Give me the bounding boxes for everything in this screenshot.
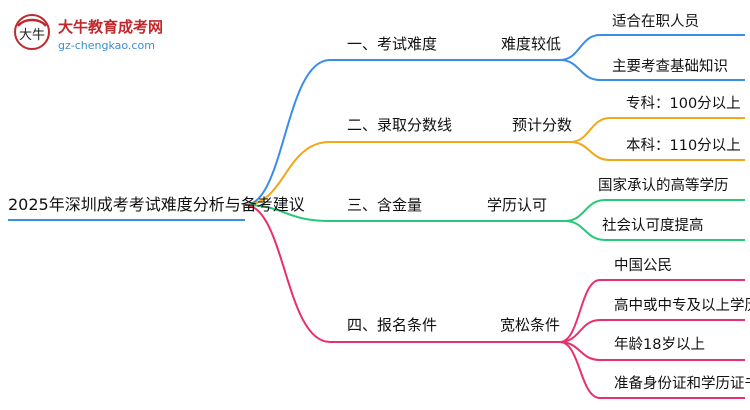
branch-3-mid: 学历认可 xyxy=(487,196,548,214)
root-topic: 2025年深圳成考考试难度分析与备考建议 xyxy=(8,195,305,214)
branch-1-leaf-2: 主要考查基础知识 xyxy=(612,59,728,75)
site-logo: 大牛 大牛教育成考网 gz-chengkao.com xyxy=(12,12,192,56)
branch-4-leaf-2: 高中或中专及以上学历 xyxy=(614,298,750,314)
branch-2-leaf-2: 本科：110分以上 xyxy=(626,138,741,154)
branch-2-leaf-1: 专科：100分以上 xyxy=(626,96,741,112)
branch-2-leaf-2-connector xyxy=(569,141,745,161)
branch-4-connector xyxy=(244,204,560,343)
branch-1-leaf-1: 适合在职人员 xyxy=(612,14,699,30)
branch-1-mid: 难度较低 xyxy=(501,35,562,53)
branch-4-leaf-2-connector xyxy=(559,319,745,343)
branch-4-label: 四、报名条件 xyxy=(347,316,438,334)
branch-3-leaf-2-connector xyxy=(564,220,745,241)
branch-1-leaf-2-connector xyxy=(559,59,745,81)
logo-mark-icon: 大牛 xyxy=(14,14,50,50)
logo-url: gz-chengkao.com xyxy=(58,39,155,52)
branch-4-mid: 宽松条件 xyxy=(500,316,561,334)
branch-1-connector xyxy=(244,59,560,206)
branch-4-leaf-4-connector xyxy=(559,341,745,399)
branch-2-connector xyxy=(244,141,570,206)
logo-title: 大牛教育成考网 xyxy=(58,18,164,36)
branch-2-label: 二、录取分数线 xyxy=(347,116,453,134)
branch-2-mid: 预计分数 xyxy=(512,116,573,134)
branch-4-leaf-1: 中国公民 xyxy=(614,258,672,274)
branch-4-leaf-4: 准备身份证和学历证书 xyxy=(614,376,750,392)
branch-3-leaf-1: 国家承认的高等学历 xyxy=(598,178,729,194)
branch-1-leaf-1-connector xyxy=(559,34,745,61)
branch-3-connector xyxy=(244,204,565,222)
branch-3-label: 三、含金量 xyxy=(347,196,423,214)
branch-3-leaf-1-connector xyxy=(564,199,745,222)
branch-3-leaf-2: 社会认可度提高 xyxy=(602,218,704,234)
branch-4-leaf-3: 年龄18岁以上 xyxy=(614,337,705,353)
branch-4-leaf-1-connector xyxy=(559,279,745,343)
logo-mark-text: 大牛 xyxy=(19,28,45,43)
branch-2-leaf-1-connector xyxy=(569,117,745,143)
branch-1-label: 一、考试难度 xyxy=(347,35,438,53)
